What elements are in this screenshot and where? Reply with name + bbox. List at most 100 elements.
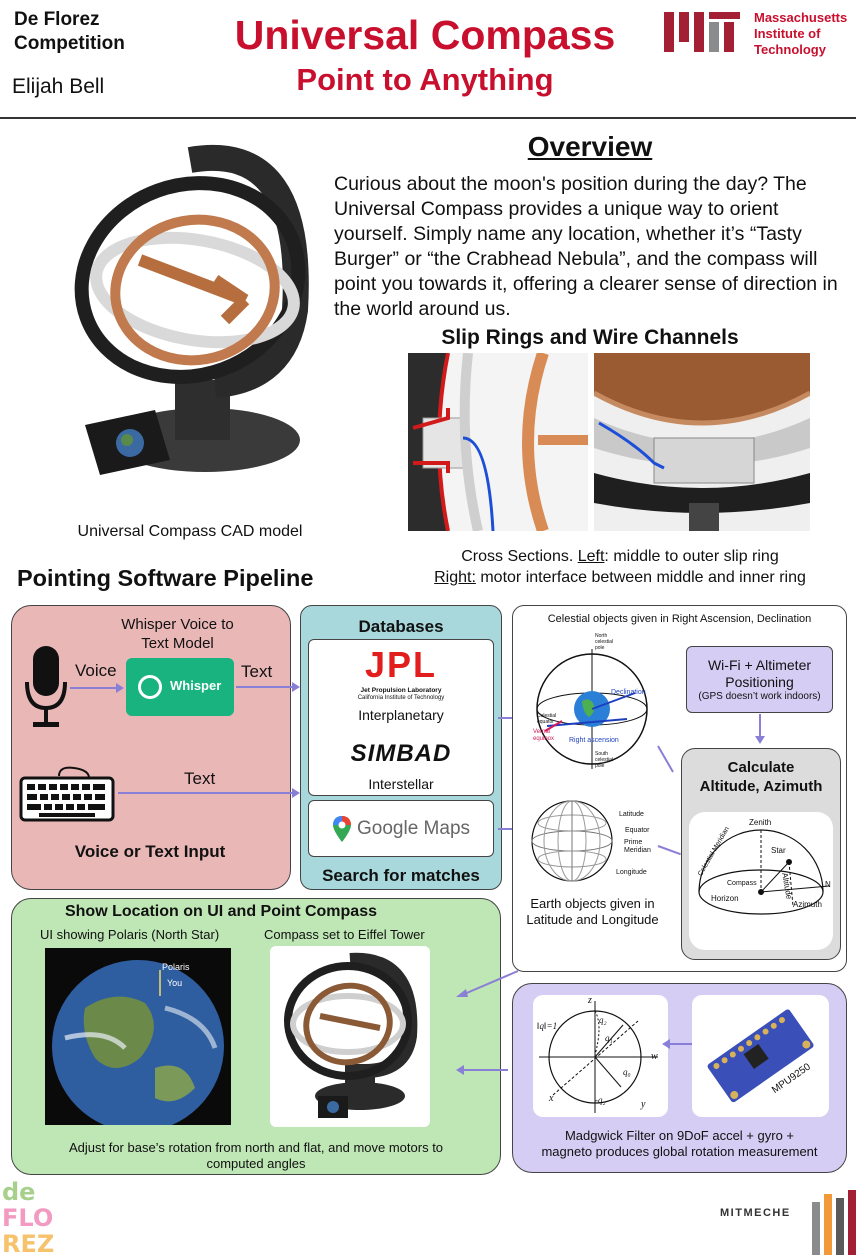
declination-label: Declination [611, 689, 646, 696]
south-pole-label: South celestial pole [595, 751, 614, 769]
interstellar-label: Interstellar [368, 776, 434, 792]
whisper-title: Whisper Voice to Text Model [121, 616, 234, 652]
star-label: Star [771, 846, 786, 855]
input-caption: Voice or Text Input [74, 842, 226, 861]
w-axis-label: w [651, 1051, 658, 1062]
microphone-icon [25, 646, 67, 730]
compass-caption: Compass set to Eiffel Tower [264, 927, 425, 942]
longitude-label: Longitude [616, 869, 647, 876]
de-florez-logo: de FLO REZ [0, 1178, 60, 1255]
jpl-logo: JPL [364, 644, 438, 685]
compass-label: Compass [727, 880, 757, 887]
whisper-logo: Whisper [126, 658, 234, 716]
z-axis-label: z [588, 995, 592, 1006]
author-name: Elijah Bell [12, 75, 105, 98]
overview-heading: Overview [527, 131, 653, 162]
slip-caption-left-text: : middle to outer slip ring [604, 548, 779, 565]
celestial-sphere-diagram: North celestial pole Celestial equator D… [527, 631, 657, 776]
wifi-title: Wi-Fi + Altimeter Positioning [707, 657, 812, 690]
voice-arrow [70, 683, 124, 693]
jpl-subtitle-1: Jet Propulsion Laboratory [360, 687, 442, 694]
slip-caption-line1: Cross Sections. Left: middle to outer sl… [461, 548, 778, 565]
map-pin-icon [333, 816, 351, 842]
mitmeche-logo-text: MITMECHE [720, 1207, 791, 1219]
y-axis-label: y [641, 1099, 646, 1110]
zenith-label: Zenith [749, 818, 772, 827]
q2-label: q₂ [599, 1015, 607, 1025]
calc-to-show-arrow [456, 970, 519, 997]
institution-name: Massachusetts Institute of Technology [754, 10, 848, 57]
google-maps-logo: Google Maps [357, 818, 471, 839]
quaternion-diagram: z w x y ‖q‖=1 q₂ q₁ q₀ -q₂ [533, 995, 668, 1117]
slip-caption-pre: Cross Sections. [461, 548, 578, 565]
show-footer: Adjust for base’s rotation from north an… [68, 1140, 444, 1171]
openai-icon [138, 675, 162, 699]
celestial-equator-label: Celestial equator [537, 713, 557, 725]
prime-meridian-label: Prime Meridian [624, 839, 651, 854]
vernal-equinox-label: Vernal equinox [533, 729, 555, 742]
simbad-logo: SIMBAD [350, 740, 452, 767]
keyboard-icon [19, 766, 115, 822]
text-label-whisper: Text [241, 662, 273, 681]
equator-label: Equator [625, 827, 650, 834]
svg-text:FLO: FLO [2, 1204, 53, 1232]
text-label-keyboard: Text [184, 769, 216, 788]
wifi-box: Wi-Fi + Altimeter Positioning (GPS doesn… [686, 646, 833, 713]
slip-caption-line2: Right: motor interface between middle an… [434, 569, 806, 586]
polaris-label: Polaris [162, 962, 190, 972]
slip-caption: Cross Sections. Left: middle to outer sl… [400, 546, 840, 588]
horizon-label: Horizon [711, 894, 739, 903]
svg-text:REZ: REZ [2, 1230, 54, 1255]
mit-logo [664, 12, 740, 52]
compass-eiffel-image [270, 946, 430, 1127]
right-ascension-label: Right ascension [569, 737, 619, 744]
databases-heading: Databases [358, 617, 444, 636]
earth-coordinates-diagram: Latitude Equator Prime Meridian Longitud… [527, 793, 657, 888]
cad-model-image [55, 140, 315, 510]
slip-caption-right: Right: [434, 569, 476, 586]
alt-az-diagram: Zenith Star Altitude Celestial Meridian … [689, 812, 833, 950]
slip-ring-right-section [594, 353, 810, 531]
wifi-to-calc-arrowhead [755, 736, 765, 744]
slip-rings-heading: Slip Rings and Wire Channels [441, 326, 739, 349]
slip-ring-left-section [408, 353, 588, 531]
you-label: You [167, 978, 183, 988]
x-axis-label: x [549, 1093, 554, 1104]
input-panel [11, 605, 291, 890]
earth-ui-image: Polaris You [45, 948, 231, 1125]
celestial-caption: Celestial objects given in Right Ascensi… [547, 613, 812, 625]
pipeline-heading: Pointing Software Pipeline [17, 565, 314, 591]
earth-caption: Earth objects given in Latitude and Long… [526, 896, 659, 927]
calc-title: Calculate Altitude, Azimuth [699, 759, 823, 795]
svg-text:de: de [2, 1178, 35, 1206]
show-heading: Show Location on UI and Point Compass [64, 903, 377, 920]
poster-title: Universal Compass [234, 12, 616, 58]
header-divider [0, 117, 856, 119]
whisper-to-db-arrow [236, 682, 300, 692]
voice-label: Voice [75, 661, 117, 680]
norm-label: ‖q‖=1 [537, 1021, 558, 1031]
madgwick-caption: Madgwick Filter on 9DoF accel + gyro + m… [541, 1128, 818, 1159]
keyboard-to-db-arrow [118, 788, 300, 798]
competition-name: De Florez Competition [14, 9, 125, 54]
q0-label: q₀ [623, 1067, 631, 1077]
slip-caption-right-text: motor interface between middle and inner… [475, 569, 806, 586]
sensor-to-filter-arrow [668, 1043, 694, 1045]
north-label: N [825, 880, 831, 889]
jpl-subtitle-2: California Institute of Technology [357, 695, 445, 701]
madgwick-to-show-arrow [462, 1069, 508, 1071]
poster-subtitle: Point to Anything [296, 62, 554, 97]
cad-caption: Universal Compass CAD model [77, 523, 303, 540]
mitmeche-logo-mark [812, 1190, 856, 1255]
ui-caption: UI showing Polaris (North Star) [40, 927, 220, 942]
azimuth-label: Azimuth [793, 900, 822, 909]
mpu9250-image: MPU9250 [692, 995, 829, 1117]
wifi-note: (GPS doesn’t work indoors) [698, 691, 821, 702]
slip-caption-left: Left [577, 548, 605, 565]
space-databases-box [308, 639, 494, 796]
north-pole-label: North celestial pole [595, 633, 614, 651]
latitude-label: Latitude [619, 811, 644, 818]
search-caption: Search for matches [322, 866, 480, 885]
wifi-to-calc-arrow [759, 714, 761, 738]
minus-q2-label: -q₂ [595, 1095, 606, 1105]
